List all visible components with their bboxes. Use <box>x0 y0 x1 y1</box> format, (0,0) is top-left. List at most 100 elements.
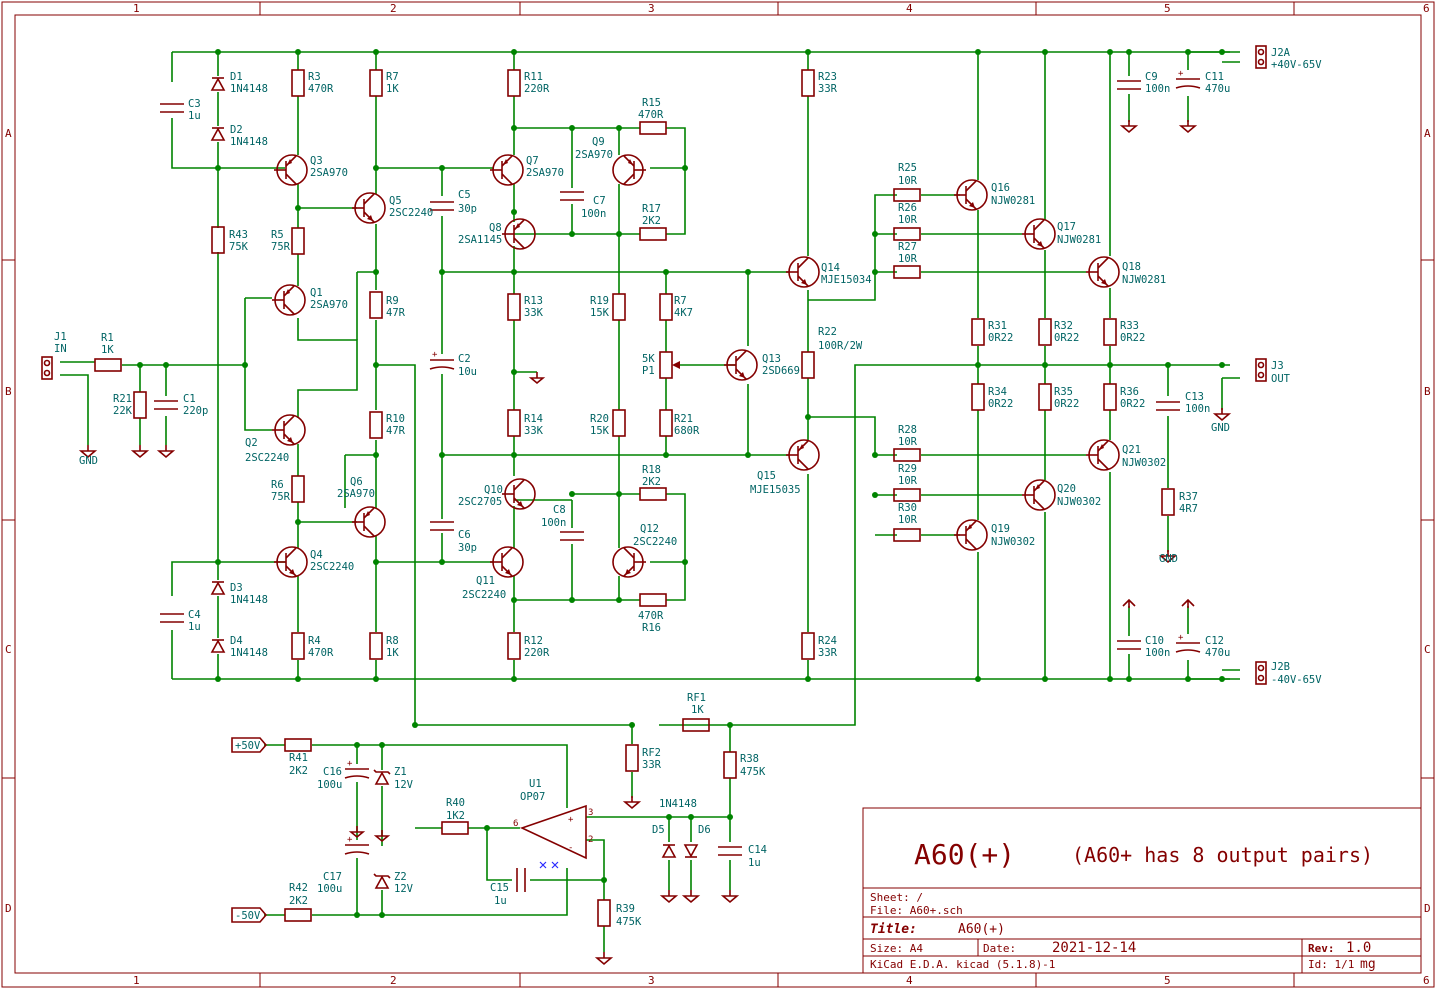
r20-val: 15K <box>590 425 610 437</box>
r3-ref: R3 <box>308 71 321 83</box>
net-label-plus50v <box>231 737 268 753</box>
r15-val: 470R <box>638 109 664 121</box>
capacitor-c14 <box>716 844 744 858</box>
transistor-q12 <box>612 546 646 578</box>
title-note: (A60+ has 8 output pairs) <box>1072 843 1373 867</box>
ground-symbol-c1 <box>156 445 176 459</box>
r28-ref: R28 <box>898 424 917 436</box>
c4-ref: C4 <box>188 609 201 621</box>
r38-ref: R38 <box>740 753 759 765</box>
q3-ref: Q3 <box>310 155 323 167</box>
r7-ref: R7 <box>386 71 399 83</box>
r32-ref: R32 <box>1054 320 1073 332</box>
q19-val: NJW0302 <box>991 536 1035 548</box>
z2-val: 12V <box>394 883 414 895</box>
c7-val: 100n <box>581 208 606 220</box>
row-label-a: A <box>5 127 12 140</box>
c13-ref: C13 <box>1185 391 1204 403</box>
transistor-q4 <box>274 546 308 578</box>
q21-val: NJW0302 <box>1122 457 1166 469</box>
svg-text:+: + <box>1178 69 1184 79</box>
resistor-r16 <box>639 593 667 607</box>
r25-val: 10R <box>898 175 918 187</box>
capacitor-c2: + <box>428 350 456 371</box>
net-label-plus50v-text: +50V <box>235 740 261 752</box>
resistor-r31 <box>971 318 985 346</box>
col-label-5: 5 <box>1164 2 1171 15</box>
r41-val: 2K2 <box>289 765 308 777</box>
c16-ref: C16 <box>323 766 342 778</box>
r31-ref: R31 <box>988 320 1007 332</box>
gnd-j3-label: GND <box>1211 422 1230 434</box>
transistor-q5 <box>352 192 386 224</box>
r35-val: 0R22 <box>1054 398 1079 410</box>
resistor-r24 <box>801 632 815 660</box>
power-symbol-c12 <box>1181 598 1195 608</box>
row-label-c-right: C <box>1424 643 1431 656</box>
rev-value: 1.0 <box>1346 940 1371 956</box>
connector-j2a <box>1255 45 1267 69</box>
r4-ref: R4 <box>308 635 321 647</box>
diode-d6 <box>683 843 699 859</box>
resistor-r11 <box>507 69 521 97</box>
capacitor-c17: + <box>343 835 371 856</box>
author: mg <box>1360 957 1376 972</box>
q13-val: 2SD669 <box>762 365 800 377</box>
r11-val: 220R <box>524 83 550 95</box>
resistor-r12 <box>507 632 521 660</box>
ground-symbol-r39 <box>594 952 614 966</box>
j2b-val: -40V-65V <box>1271 674 1322 686</box>
p1-val: 5K <box>642 353 655 365</box>
r3-val: 470R <box>308 83 334 95</box>
capacitor-c15 <box>514 866 528 894</box>
q7-val: 2SA970 <box>526 167 564 179</box>
r14-ref: R14 <box>524 413 543 425</box>
capacitor-c13 <box>1154 399 1182 413</box>
r34-ref: R34 <box>988 386 1007 398</box>
transistor-q15 <box>786 439 820 471</box>
capacitor-c3 <box>158 101 186 115</box>
row-label-b: B <box>5 385 12 398</box>
resistor-r37 <box>1161 488 1175 516</box>
rf1-val: 1K <box>691 704 704 716</box>
diode-d4 <box>210 638 226 654</box>
c4-val: 1u <box>188 621 201 633</box>
title-value: A60(+) <box>958 922 1005 937</box>
j2a-val: +40V-65V <box>1271 59 1322 71</box>
q3-val: 2SA970 <box>310 167 348 179</box>
junctions <box>137 49 1225 918</box>
r1-val: 1K <box>101 344 114 356</box>
diode-d3 <box>210 580 226 596</box>
r20-ref: R20 <box>590 413 609 425</box>
resistor-r26 <box>893 227 921 241</box>
resistor-r36 <box>1103 383 1117 411</box>
c6-ref: C6 <box>458 529 471 541</box>
resistor-r41 <box>284 738 312 752</box>
resistor-r19 <box>612 293 626 321</box>
resistor-r43 <box>211 226 225 254</box>
resistor-r22 <box>801 351 815 379</box>
transistor-q10 <box>502 478 536 510</box>
title-label: Title: <box>870 922 917 937</box>
r7-val: 1K <box>386 83 399 95</box>
c7-ref: C7 <box>593 195 606 207</box>
q4-val: 2SC2240 <box>310 561 354 573</box>
q20-val: NJW0302 <box>1057 496 1101 508</box>
resistor-r7p <box>659 293 673 321</box>
row-label-a-right: A <box>1424 127 1431 140</box>
r23-ref: R23 <box>818 71 837 83</box>
r21-ref: R21 <box>674 413 693 425</box>
r24-ref: R24 <box>818 635 837 647</box>
q10-val: 2SC2705 <box>458 496 502 508</box>
p1-ref: P1 <box>642 365 655 377</box>
resistor-r28 <box>893 448 921 462</box>
connector-j1 <box>41 356 53 380</box>
transistor-q14 <box>786 256 820 288</box>
q17-ref: Q17 <box>1057 221 1076 233</box>
c17-ref: C17 <box>323 871 342 883</box>
zener-z1 <box>373 769 391 786</box>
q19-ref: Q19 <box>991 523 1010 535</box>
opamp-u1: +-326 <box>513 804 593 869</box>
d4-ref: D4 <box>230 635 243 647</box>
